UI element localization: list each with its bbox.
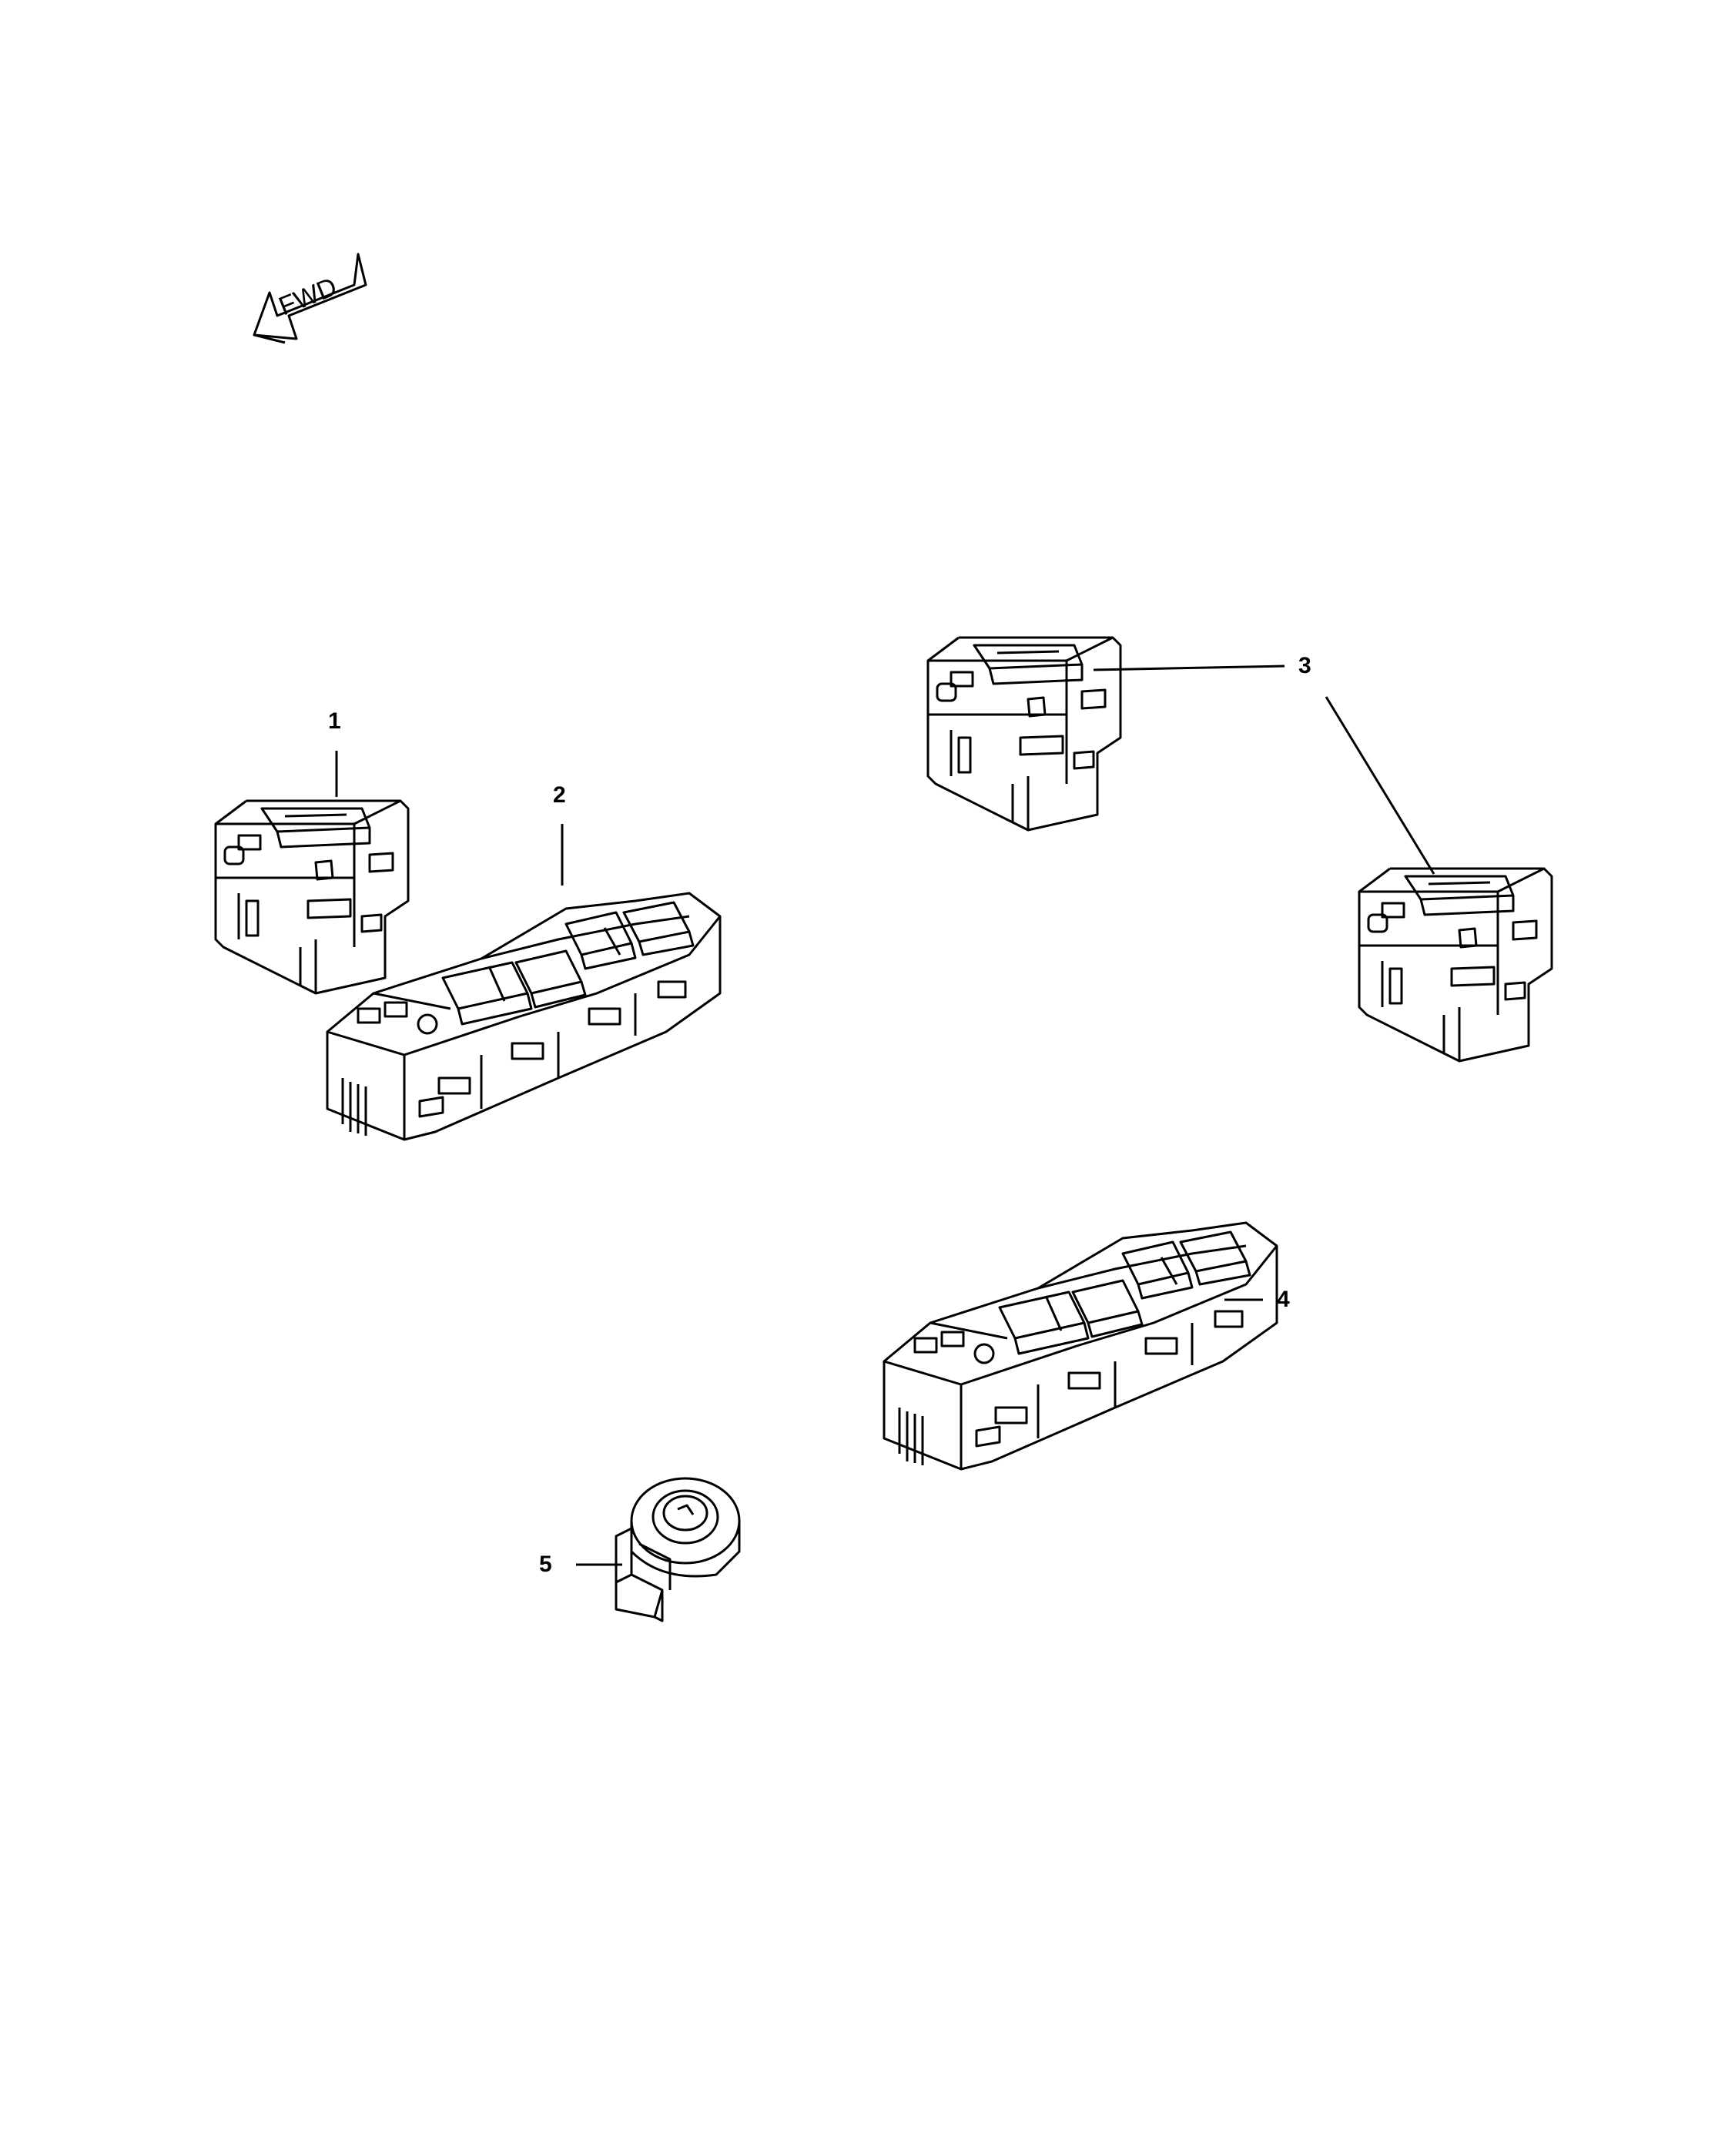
- leader-line-3a: [1093, 665, 1285, 671]
- leader-lines: [335, 665, 1435, 1566]
- part-1-single-switch: [214, 799, 410, 995]
- forward-arrow-icon: FWD: [253, 253, 367, 344]
- leader-line-3b: [1325, 696, 1435, 875]
- part-3-single-switch-upper: [926, 636, 1122, 832]
- callout-3: 3: [1298, 653, 1311, 678]
- callout-2: 2: [553, 782, 566, 808]
- part-5-rotary-switch: [615, 1477, 741, 1622]
- fwd-label: FWD: [275, 272, 341, 321]
- part-3-single-switch-lower: [1358, 867, 1553, 1063]
- callout-5: 5: [539, 1552, 552, 1577]
- part-4-switch-bank: [883, 1221, 1278, 1471]
- callout-1: 1: [328, 708, 341, 734]
- callout-4: 4: [1277, 1287, 1290, 1312]
